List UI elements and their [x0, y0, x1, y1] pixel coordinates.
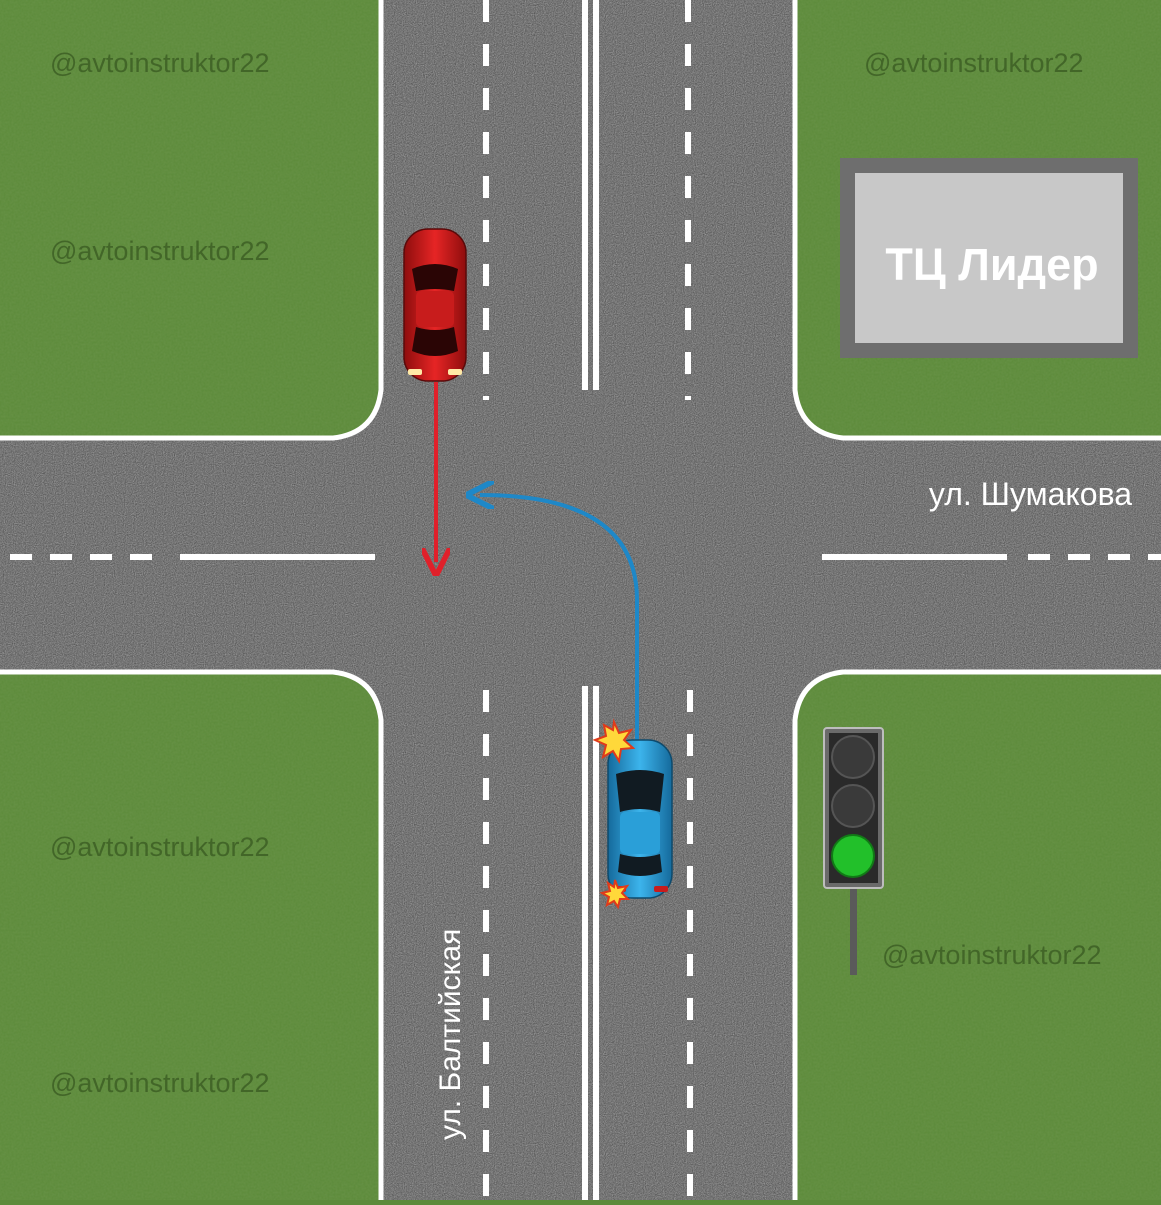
horizontal-road-markings — [10, 554, 1161, 560]
blue-car — [607, 739, 673, 899]
blue-car-path-arrow — [480, 495, 639, 740]
traffic-light-yellow-off — [831, 784, 875, 828]
turn-signal-rear-flash — [599, 879, 631, 910]
traffic-light-green-on — [831, 834, 875, 878]
red-car — [403, 228, 467, 382]
watermarks: @avtoinstruktor22 @avtoinstruktor22 @avt… — [50, 48, 1102, 1098]
street-name-horizontal: ул. Шумакова — [929, 476, 1132, 512]
street-name-vertical: ул. Балтийская — [434, 929, 467, 1140]
traffic-light — [823, 727, 884, 975]
traffic-light-red-off — [831, 735, 875, 779]
watermark-text: @avtoinstruktor22 — [50, 1068, 270, 1098]
watermark-text: @avtoinstruktor22 — [882, 940, 1102, 970]
building-tc-lider: ТЦ Лидер — [840, 158, 1138, 358]
watermark-text: @avtoinstruktor22 — [50, 832, 270, 862]
traffic-light-pole — [850, 885, 857, 975]
watermark-text: @avtoinstruktor22 — [50, 236, 270, 266]
building-label: ТЦ Лидер — [885, 239, 1098, 290]
watermark-text: @avtoinstruktor22 — [50, 48, 270, 78]
watermark-text: @avtoinstruktor22 — [864, 48, 1084, 78]
vertical-road-markings — [483, 0, 693, 1200]
turn-signal-front-flash — [592, 718, 636, 764]
